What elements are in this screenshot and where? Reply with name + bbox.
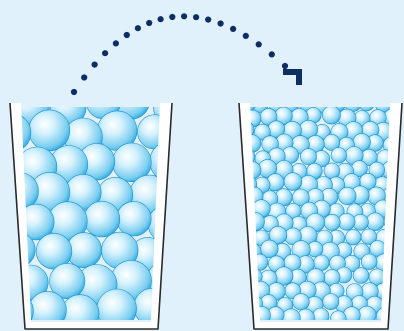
ball [117,201,152,236]
arrow-dot [71,89,77,95]
ball [324,214,340,230]
arrow-dot [169,14,175,20]
ball [331,148,347,164]
ball [339,187,357,205]
arrow-dot [102,50,108,56]
arrow-dot [256,41,262,47]
dotted-transfer-arrow [71,13,299,95]
ball [338,213,355,230]
ball [324,163,340,179]
ball [358,95,374,111]
glass-right-base [254,322,388,329]
arrow-dot [282,63,288,69]
arrow-head-icon [283,72,299,85]
ball [150,141,191,182]
arrow-dot [113,40,119,46]
arrow-dot [146,20,152,26]
arrow-dot [218,20,224,26]
arrow-dot [193,14,199,20]
ball [29,110,70,151]
arrow-dot [181,13,187,19]
ball [0,232,35,267]
arrow-dot [269,51,275,57]
ball [361,254,377,270]
ball [300,149,316,165]
small-balls-group [236,93,404,327]
glass-large-balls [0,82,191,331]
arrow-dot [243,33,249,39]
ball [392,281,404,297]
arrow-dot [205,17,211,23]
arrow-dot [135,25,141,31]
ball [293,293,310,310]
arrow-dot [230,26,236,32]
ball [343,307,360,324]
arrow-dot [81,74,87,80]
ball [313,308,329,324]
glass-left-base [25,322,158,329]
arrow-dot [92,62,98,68]
ball [284,173,302,191]
arrow-dot [158,16,164,22]
ball [148,205,187,244]
glass-small-balls [236,93,404,329]
ball [322,106,340,124]
ball [346,229,362,245]
ball [84,201,120,237]
arrow-dot [124,32,130,38]
ball [353,268,369,284]
ball [366,213,384,231]
ball [323,294,339,310]
ball [314,255,330,271]
arrow-dotted-path [71,13,288,95]
ball [392,308,404,325]
